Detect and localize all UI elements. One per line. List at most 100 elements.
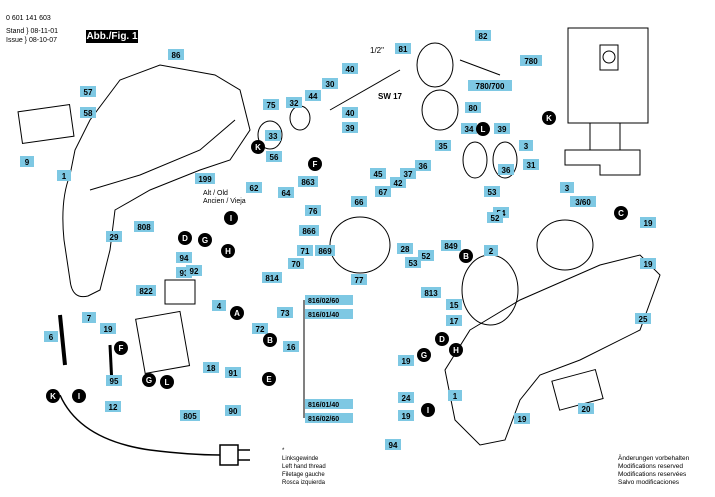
svg-text:16: 16	[287, 343, 296, 352]
svg-text:40: 40	[346, 109, 355, 118]
svg-text:37: 37	[404, 170, 413, 179]
svg-text:822: 822	[139, 287, 153, 296]
svg-text:15: 15	[450, 301, 459, 310]
svg-text:35: 35	[439, 142, 448, 151]
svg-text:18: 18	[207, 364, 216, 373]
svg-text:53: 53	[488, 188, 497, 197]
svg-text:39: 39	[346, 124, 355, 133]
letter-badge: H	[453, 346, 459, 355]
note-line-en: Left hand thread	[282, 464, 326, 470]
svg-text:70: 70	[292, 260, 301, 269]
rights-line-es: Salvo modificaciones	[618, 479, 680, 486]
svg-text:92: 92	[190, 267, 199, 276]
letter-badge: I	[427, 406, 429, 415]
svg-text:816/02/60: 816/02/60	[308, 298, 339, 305]
note-line-es: Rosca izquierda	[282, 480, 326, 486]
svg-text:4: 4	[217, 302, 222, 311]
svg-text:3: 3	[565, 184, 570, 193]
svg-text:19: 19	[518, 415, 527, 424]
left-hand-thread-notes: * Linksgewinde Left hand thread Filetage…	[282, 447, 326, 487]
svg-text:72: 72	[256, 325, 265, 334]
letter-badge: G	[146, 376, 152, 385]
letter-badge: H	[225, 247, 231, 256]
svg-text:849: 849	[444, 242, 458, 251]
letter-badge: I	[78, 392, 80, 401]
svg-text:44: 44	[309, 92, 318, 101]
svg-text:91: 91	[229, 369, 238, 378]
svg-text:45: 45	[374, 170, 383, 179]
svg-text:866: 866	[302, 227, 316, 236]
svg-text:1: 1	[453, 392, 458, 401]
svg-text:7: 7	[87, 314, 92, 323]
note-line-de: Linksgewinde	[282, 456, 319, 462]
letter-badge: G	[202, 236, 208, 245]
svg-text:199: 199	[198, 175, 212, 184]
svg-text:12: 12	[109, 403, 118, 412]
svg-text:6: 6	[49, 333, 54, 342]
thread-size-label: 1/2"	[370, 46, 384, 55]
svg-text:81: 81	[399, 45, 408, 54]
letter-badge: B	[463, 252, 469, 261]
svg-text:90: 90	[229, 407, 238, 416]
svg-text:42: 42	[394, 179, 403, 188]
cable-and-plug-drawing	[58, 314, 250, 466]
svg-text:73: 73	[281, 309, 290, 318]
letter-badge: D	[439, 335, 445, 344]
svg-text:94: 94	[180, 254, 189, 263]
svg-text:29: 29	[110, 233, 119, 242]
callout-markers: 86 57 58 9 1 75 33 32 44 30 40 40 39 81 …	[20, 30, 656, 450]
svg-text:80: 80	[469, 104, 478, 113]
svg-text:31: 31	[527, 161, 536, 170]
header-issue: Issue } 08-10-07	[6, 37, 57, 44]
svg-text:816/01/40: 816/01/40	[308, 312, 339, 319]
svg-text:62: 62	[250, 184, 259, 193]
svg-text:58: 58	[84, 109, 93, 118]
housing-right-drawing	[444, 254, 661, 446]
letter-badge: L	[165, 378, 170, 387]
svg-text:76: 76	[309, 207, 318, 216]
svg-text:52: 52	[491, 214, 500, 223]
svg-text:814: 814	[265, 274, 279, 283]
svg-text:780: 780	[524, 57, 538, 66]
svg-text:869: 869	[318, 247, 332, 256]
svg-text:20: 20	[582, 405, 591, 414]
svg-text:94: 94	[389, 441, 398, 450]
svg-text:805: 805	[183, 412, 197, 421]
svg-text:24: 24	[402, 394, 411, 403]
letter-badge: K	[546, 114, 552, 123]
svg-text:816/01/40: 816/01/40	[308, 402, 339, 409]
svg-text:780/700: 780/700	[476, 82, 505, 91]
letter-badge: L	[481, 125, 486, 134]
svg-text:95: 95	[110, 377, 119, 386]
svg-text:36: 36	[419, 162, 428, 171]
letter-badge: A	[234, 309, 240, 318]
svg-text:32: 32	[290, 99, 299, 108]
letter-badge: E	[266, 375, 272, 384]
rights-line-de: Änderungen vorbehalten	[618, 455, 690, 462]
svg-text:82: 82	[479, 32, 488, 41]
letter-badge: F	[313, 160, 318, 169]
svg-text:19: 19	[644, 219, 653, 228]
svg-text:56: 56	[270, 153, 279, 162]
svg-text:816/02/60: 816/02/60	[308, 416, 339, 423]
rights-line-en: Modifications reserved	[618, 463, 684, 470]
svg-text:34: 34	[465, 125, 474, 134]
svg-text:30: 30	[326, 80, 335, 89]
letter-badge: F	[119, 344, 124, 353]
letter-badge: I	[230, 214, 232, 223]
modifications-reserved-notes: Änderungen vorbehalten Modifications res…	[618, 455, 689, 487]
svg-text:813: 813	[424, 289, 438, 298]
svg-text:53: 53	[409, 259, 418, 268]
svg-text:64: 64	[282, 189, 291, 198]
svg-text:19: 19	[402, 412, 411, 421]
housing-left-drawing	[17, 64, 251, 298]
letter-badge: D	[182, 234, 188, 243]
header-part-number: 0 601 141 603	[6, 15, 51, 22]
svg-text:17: 17	[450, 317, 459, 326]
alt-old-label: Alt / Old	[203, 190, 228, 197]
note-star: *	[282, 448, 285, 454]
wiring-schematic	[564, 27, 649, 176]
svg-text:3/60: 3/60	[575, 198, 591, 207]
svg-text:1: 1	[62, 172, 67, 181]
